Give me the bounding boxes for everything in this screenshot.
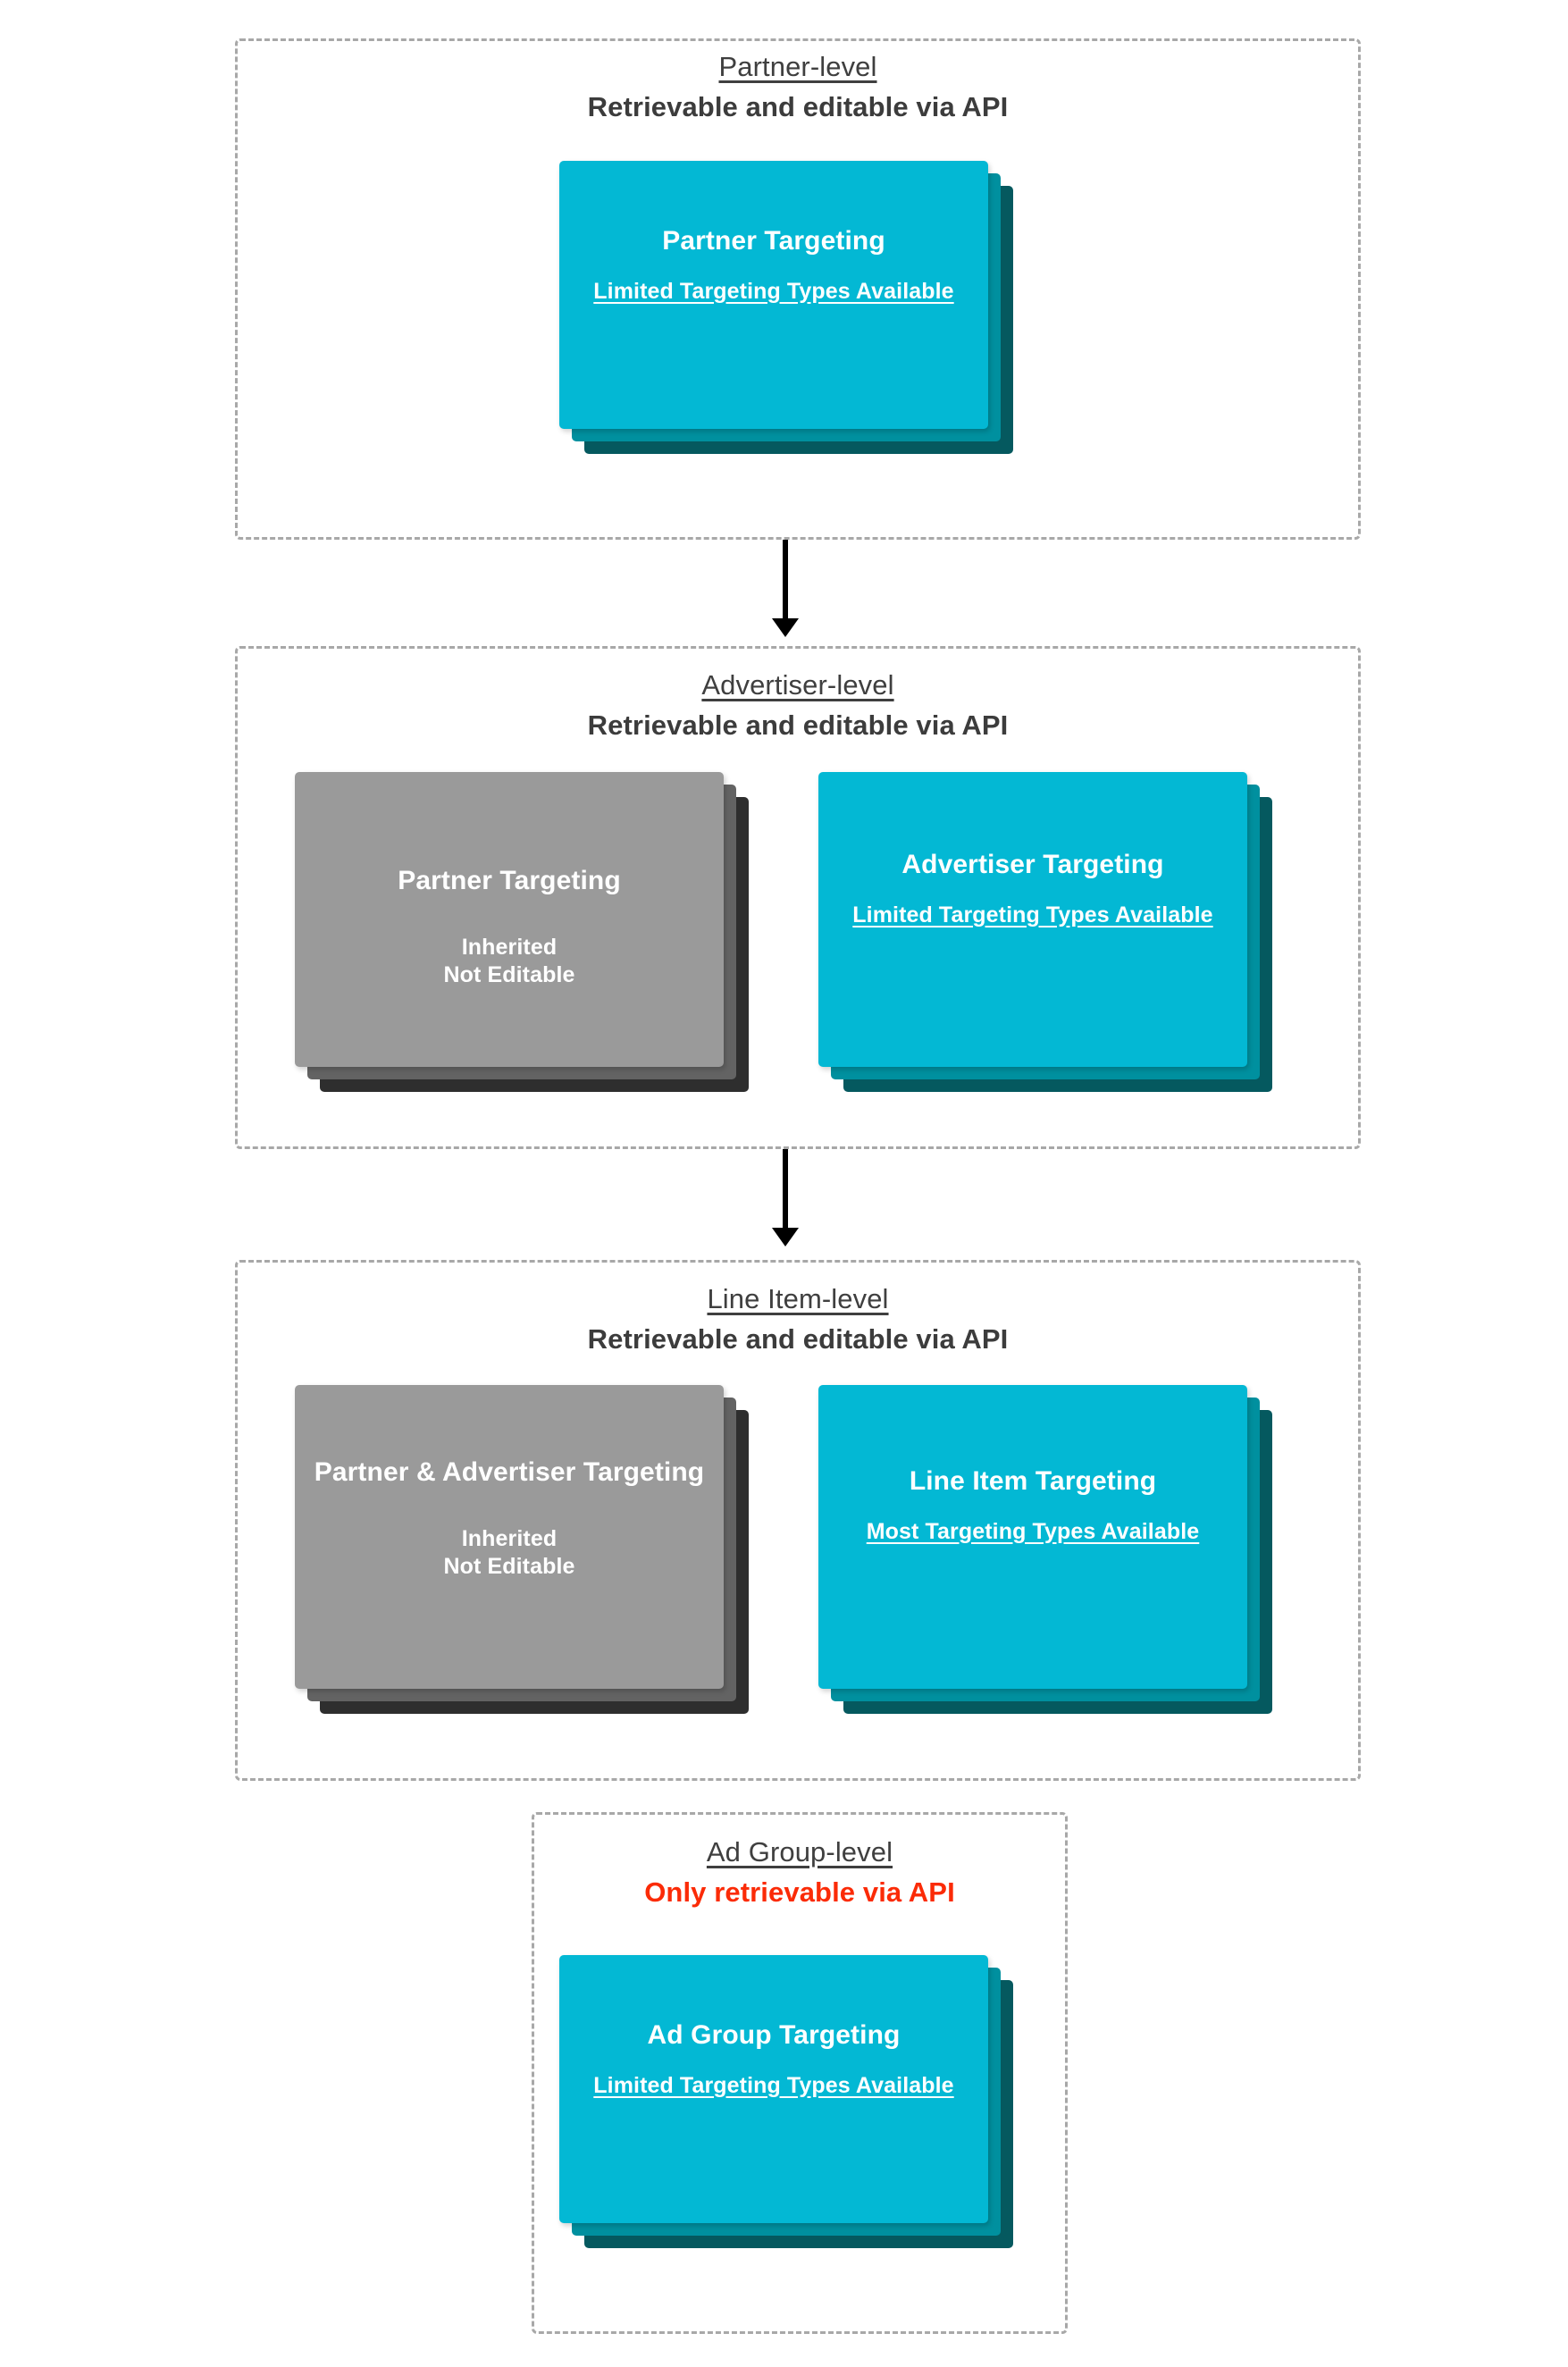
card-note: Inherited Not Editable [443, 1525, 575, 1580]
level-subtitle-partner: Retrievable and editable via API [587, 90, 1009, 122]
card-title: Partner & Advertiser Targeting [314, 1457, 705, 1487]
card-layer-front [818, 1385, 1247, 1689]
card-content-advertiser-targeting: Advertiser Targeting Limited Targeting T… [818, 849, 1247, 929]
level-header-line-item: Line Item-level Retrievable and editable… [235, 1281, 1361, 1356]
card-note: Limited Targeting Types Available [593, 278, 954, 304]
card-stack-advertiser-inherited-partner[interactable]: Partner Targeting Inherited Not Editable [295, 772, 759, 1121]
connector-partner-to-advertiser [772, 540, 799, 638]
arrow-shaft [783, 540, 788, 620]
card-note: Limited Targeting Types Available [593, 2072, 954, 2098]
card-content-partner-targeting: Partner Targeting Limited Targeting Type… [559, 225, 988, 306]
level-title-ad-group: Ad Group-level [706, 1836, 893, 1868]
level-header-ad-group: Ad Group-level Only retrievable via API [532, 1834, 1068, 1910]
card-stack-line-item-inherited[interactable]: Partner & Advertiser Targeting Inherited… [295, 1385, 759, 1742]
level-container-ad-group [532, 1812, 1068, 2334]
card-stack-partner-targeting[interactable]: Partner Targeting Limited Targeting Type… [559, 161, 1024, 483]
card-note: Most Targeting Types Available [866, 1518, 1200, 1544]
level-subtitle-ad-group: Only retrievable via API [644, 1876, 955, 1908]
level-header-partner: Partner-level Retrievable and editable v… [235, 49, 1361, 124]
card-stack-advertiser-targeting[interactable]: Advertiser Targeting Limited Targeting T… [818, 772, 1283, 1121]
card-layer-front [818, 772, 1247, 1067]
level-title-partner: Partner-level [718, 51, 877, 82]
level-subtitle-line-item: Retrievable and editable via API [587, 1322, 1009, 1355]
connector-advertiser-to-line-item [772, 1149, 799, 1247]
arrow-shaft [783, 1149, 788, 1230]
level-title-line-item: Line Item-level [707, 1283, 889, 1314]
card-title: Partner Targeting [662, 226, 885, 256]
arrow-head-icon [772, 1228, 799, 1246]
card-title: Partner Targeting [398, 866, 621, 895]
card-layer-front [559, 1955, 988, 2223]
level-subtitle-advertiser: Retrievable and editable via API [587, 709, 1009, 741]
card-stack-line-item-targeting[interactable]: Line Item Targeting Most Targeting Types… [818, 1385, 1283, 1742]
level-header-advertiser: Advertiser-level Retrievable and editabl… [235, 667, 1361, 743]
level-title-advertiser: Advertiser-level [701, 669, 894, 701]
card-layer-front [559, 161, 988, 429]
card-content-line-item-inherited: Partner & Advertiser Targeting Inherited… [295, 1440, 724, 1598]
card-stack-ad-group-targeting[interactable]: Ad Group Targeting Limited Targeting Typ… [559, 1955, 1024, 2277]
level-container-partner [235, 38, 1361, 540]
arrow-head-icon [772, 618, 799, 637]
card-layer-front [295, 772, 724, 1067]
card-note: Inherited Not Editable [443, 934, 575, 988]
card-content-ad-group-targeting: Ad Group Targeting Limited Targeting Typ… [559, 2019, 988, 2100]
card-content-advertiser-inherited-partner: Partner Targeting Inherited Not Editable [295, 849, 724, 1006]
card-title: Line Item Targeting [909, 1466, 1157, 1496]
card-content-line-item-targeting: Line Item Targeting Most Targeting Types… [818, 1465, 1247, 1546]
card-layer-front [295, 1385, 724, 1689]
level-container-advertiser [235, 646, 1361, 1149]
card-title: Ad Group Targeting [647, 2020, 901, 2050]
card-title: Advertiser Targeting [901, 850, 1164, 879]
card-note: Limited Targeting Types Available [852, 902, 1213, 927]
level-container-line-item [235, 1260, 1361, 1781]
